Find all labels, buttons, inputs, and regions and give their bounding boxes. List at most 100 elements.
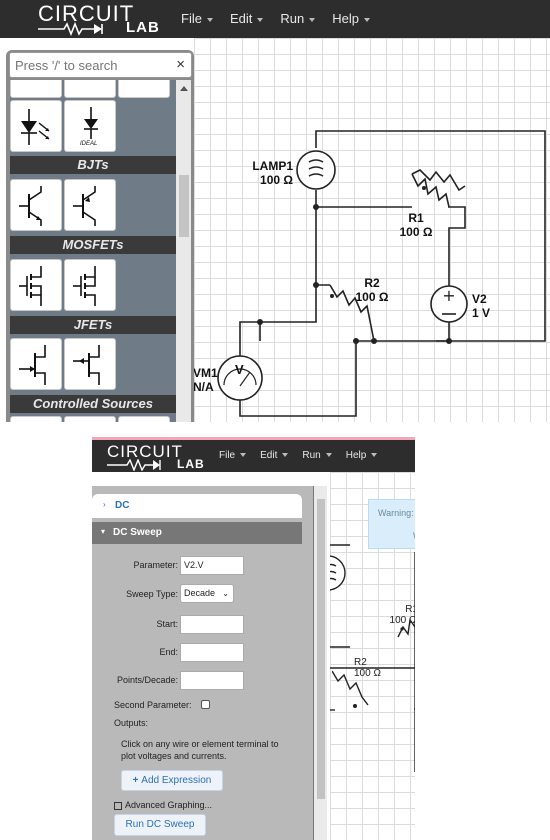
- menu-edit[interactable]: Edit: [230, 11, 264, 26]
- advanced-graphing-link[interactable]: Advanced Graphing...: [114, 800, 212, 810]
- vm1-symbol-label: V: [235, 362, 244, 377]
- outputs-label: Outputs:: [114, 718, 149, 728]
- pjfet-tile[interactable]: [64, 338, 116, 390]
- ideal-diode-icon: [84, 107, 98, 139]
- ideal-diode-tile[interactable]: IDEAL: [64, 100, 116, 152]
- accordion-dc-label: DC: [115, 500, 130, 511]
- table-icon: [114, 801, 122, 810]
- led-tile[interactable]: [10, 100, 62, 152]
- add-expression-button[interactable]: + Add Expression: [121, 770, 223, 791]
- nmos-tile[interactable]: [10, 259, 62, 311]
- logo-resistor-icon: [38, 22, 103, 36]
- navbar: CIRCUIT LAB File Edit Run Help: [92, 440, 415, 472]
- points-per-decade-input[interactable]: [180, 671, 244, 690]
- second-parameter-label: Second Parameter:: [114, 700, 192, 710]
- start-input[interactable]: [180, 615, 244, 634]
- menu-help[interactable]: Help: [332, 11, 370, 26]
- pmos-tile[interactable]: [64, 259, 116, 311]
- sweep-type-label: Sweep Type:: [126, 589, 178, 599]
- points-per-decade-label: Points/Decade:: [116, 675, 178, 685]
- component-tile[interactable]: [10, 416, 62, 422]
- component-tile[interactable]: [118, 416, 170, 422]
- logo-line1: CIRCUIT: [107, 442, 183, 461]
- npn-transistor-icon: [19, 186, 42, 226]
- start-label: Start:: [156, 619, 178, 629]
- top-accent-bar: [92, 437, 415, 440]
- circuit-schematic-partial[interactable]: [330, 472, 415, 840]
- svg-text:+: +: [442, 286, 455, 305]
- circuitlab-logo[interactable]: CIRCUIT LAB: [38, 0, 163, 38]
- pmos-icon: [73, 266, 96, 306]
- accordion-dc-sweep-label: DC Sweep: [113, 527, 162, 538]
- sweep-type-select[interactable]: Decade ⌄: [180, 584, 234, 603]
- category-header-jfets[interactable]: JFETs: [10, 316, 176, 334]
- logo-line1: CIRCUIT: [38, 1, 135, 26]
- component-palette: IDEAL BJTs MOSFETs: [10, 80, 176, 422]
- npn-bjt-tile[interactable]: [10, 179, 62, 231]
- led-icon: [21, 109, 50, 145]
- njfet-tile[interactable]: [10, 338, 62, 390]
- menu-run[interactable]: Run: [302, 450, 332, 461]
- chevron-right-icon: ›: [103, 500, 106, 509]
- lamp-symbol: [296, 150, 336, 190]
- scroll-up-icon[interactable]: [180, 86, 188, 91]
- menu-file[interactable]: File: [181, 11, 213, 26]
- pnp-transistor-icon: [73, 186, 96, 226]
- menu-help[interactable]: Help: [346, 450, 378, 461]
- component-tile[interactable]: [10, 80, 62, 98]
- panel-scroll-thumb[interactable]: [317, 499, 325, 799]
- component-tile[interactable]: [118, 80, 170, 98]
- logo-line2: LAB: [126, 19, 160, 36]
- menu-file[interactable]: File: [219, 450, 247, 461]
- accordion-dc[interactable]: › DC: [92, 494, 302, 518]
- menu-edit[interactable]: Edit: [260, 450, 289, 461]
- parameter-label: Parameter:: [133, 560, 178, 570]
- voltage-source-symbol: [430, 285, 468, 323]
- plus-icon: +: [132, 775, 142, 786]
- category-header-bjts[interactable]: BJTs: [10, 156, 176, 174]
- end-label: End:: [159, 647, 178, 657]
- outputs-help-text: Click on any wire or element terminal to…: [121, 739, 279, 761]
- menu-run[interactable]: Run: [280, 11, 316, 26]
- pnp-bjt-tile[interactable]: [64, 179, 116, 231]
- logo-resistor-icon: [107, 459, 161, 471]
- njfet-icon: [19, 345, 46, 385]
- warning-text: Warning:: [378, 508, 414, 518]
- top-screenshot: CIRCUIT LAB File Edit Run Help: [0, 0, 550, 422]
- palette-scroll-thumb[interactable]: [179, 175, 189, 237]
- logo-line2: LAB: [177, 457, 205, 471]
- run-dc-sweep-button[interactable]: Run DC Sweep: [114, 814, 206, 836]
- end-input[interactable]: [180, 643, 244, 662]
- voltmeter-symbol: [217, 355, 263, 401]
- r2-resistor-partial: [332, 670, 369, 708]
- main-menu: File Edit Run Help: [219, 450, 378, 461]
- parameter-input[interactable]: V2.V: [180, 556, 244, 575]
- ideal-label: IDEAL: [80, 141, 98, 147]
- circuit-schematic[interactable]: +: [194, 38, 550, 422]
- chevron-down-icon: ▾: [101, 527, 106, 536]
- search-input[interactable]: [15, 54, 165, 76]
- category-header-mosfets[interactable]: MOSFETs: [10, 236, 176, 254]
- main-menu: File Edit Run Help: [181, 11, 370, 26]
- select-arrow-icon: ⌄: [222, 589, 229, 598]
- pjfet-icon: [73, 345, 100, 385]
- search-box: ×: [9, 52, 192, 78]
- accordion-dc-sweep[interactable]: ▾ DC Sweep: [92, 522, 302, 544]
- circuitlab-logo[interactable]: CIRCUIT LAB: [107, 440, 207, 472]
- component-tile[interactable]: [64, 80, 116, 98]
- second-parameter-checkbox[interactable]: [201, 700, 210, 709]
- navbar: CIRCUIT LAB File Edit Run Help: [0, 0, 550, 38]
- close-icon[interactable]: ×: [176, 56, 185, 73]
- warning-text-2: W: [413, 531, 415, 541]
- category-header-controlled-sources[interactable]: Controlled Sources: [10, 395, 176, 413]
- component-tile[interactable]: [64, 416, 116, 422]
- bottom-screenshot: CIRCUIT LAB File Edit Run Help: [92, 437, 415, 840]
- palette-scrollbar[interactable]: [176, 80, 191, 422]
